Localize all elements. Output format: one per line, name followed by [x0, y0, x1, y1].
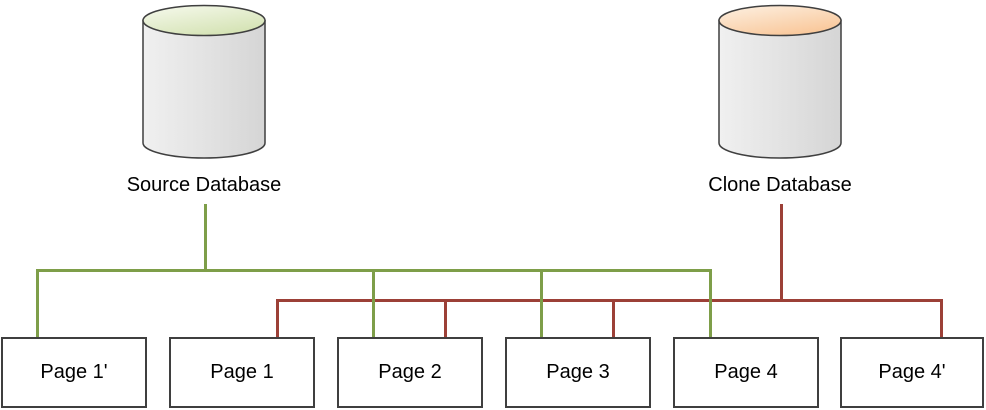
clone-connector-horizontal — [275, 298, 943, 302]
page-label: Page 4 — [714, 361, 778, 383]
clone-connector-to-page-2 — [443, 300, 447, 338]
clone-database-cylinder-icon — [717, 4, 843, 162]
page-box-3: Page 3 — [505, 337, 651, 408]
database-cylinder-icon — [718, 4, 842, 159]
source-database-label: Source Database — [126, 174, 282, 196]
source-connector-stem — [203, 204, 207, 272]
page-label: Page 1 — [210, 361, 274, 383]
page-label: Page 3 — [546, 361, 610, 383]
page-box-4: Page 4 — [673, 337, 819, 408]
source-connector-to-page-1p — [35, 270, 39, 338]
page-label: Page 2 — [378, 361, 442, 383]
page-box-2: Page 2 — [337, 337, 483, 408]
source-connector-to-page-3 — [539, 270, 543, 338]
page-label: Page 4' — [878, 361, 946, 383]
source-connector-to-page-4 — [708, 270, 712, 338]
clone-connector-to-page-4p — [939, 300, 943, 338]
clone-connector-to-page-3 — [611, 300, 615, 338]
clone-connector-to-page-1 — [275, 300, 279, 338]
page-box-4-prime: Page 4' — [840, 337, 984, 408]
database-cylinder-icon — [142, 4, 266, 159]
clone-connector-stem — [779, 204, 783, 302]
source-connector-to-page-2 — [371, 270, 375, 338]
source-database-cylinder-icon — [141, 4, 267, 162]
page-label: Page 1' — [40, 361, 108, 383]
page-box-1: Page 1 — [169, 337, 315, 408]
clone-database-label: Clone Database — [708, 174, 852, 196]
page-box-1-prime: Page 1' — [1, 337, 147, 408]
